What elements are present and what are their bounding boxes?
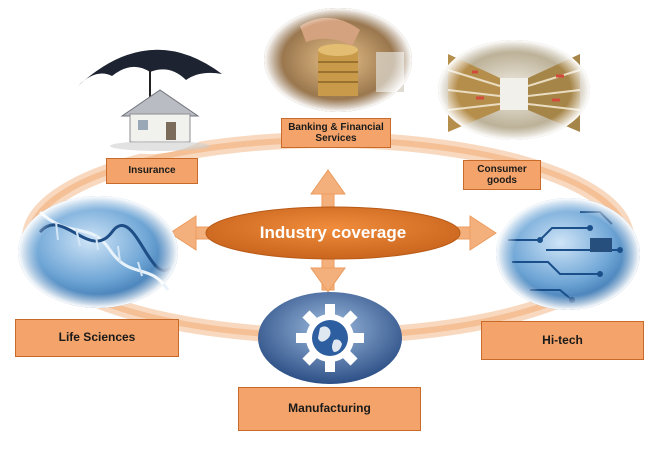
life-sciences-label: Life Sciences <box>15 319 179 357</box>
circuit-board-icon <box>496 198 640 310</box>
manufacturing-label: Manufacturing <box>238 387 421 431</box>
dna-helix-icon <box>18 196 178 308</box>
banking-label: Banking & Financial Services <box>281 118 391 148</box>
supermarket-aisle-icon <box>438 40 590 140</box>
umbrella-house-icon <box>70 38 230 154</box>
consumer-goods-label: Consumer goods <box>463 160 541 190</box>
insurance-label: Insurance <box>106 158 198 184</box>
hitech-label: Hi-tech <box>481 321 644 360</box>
center-title: Industry coverage <box>259 223 407 242</box>
center-ellipse <box>205 206 461 260</box>
gear-globe-icon <box>258 292 402 384</box>
coin-stack-icon <box>264 8 412 112</box>
